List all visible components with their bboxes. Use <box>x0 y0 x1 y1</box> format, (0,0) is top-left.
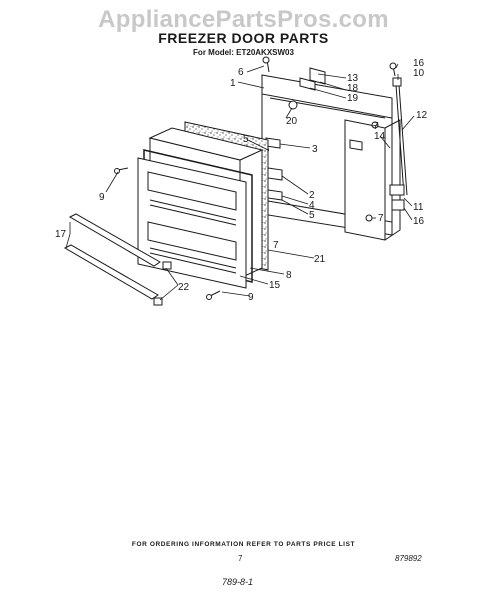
inner-door-liner <box>137 157 247 289</box>
callout-9: 9 <box>99 192 105 203</box>
callout-16b: 16 <box>413 216 425 227</box>
callout-14: 14 <box>374 131 386 142</box>
callout-19: 19 <box>347 93 359 104</box>
watermark: AppliancePartsPros.com <box>98 6 389 33</box>
page-title: FREEZER DOOR PARTS <box>158 30 329 46</box>
callout-1: 1 <box>230 78 236 89</box>
callout-labels: 1 2 3 4 5 5 6 7 7 7 8 9 9 10 11 12 13 14… <box>55 58 428 303</box>
callout-11: 11 <box>413 202 424 213</box>
callout-21: 21 <box>314 254 326 265</box>
callout-5: 5 <box>243 134 249 145</box>
callout-8: 8 <box>286 270 292 281</box>
callout-2: 2 <box>309 190 315 201</box>
shelf-retainer-bar <box>63 213 161 300</box>
callout-7: 7 <box>373 121 379 132</box>
ordering-note: FOR ORDERING INFORMATION REFER TO PARTS … <box>131 541 356 548</box>
callout-9b: 9 <box>248 292 254 303</box>
callout-10: 10 <box>413 68 425 79</box>
callout-4: 4 <box>309 200 315 211</box>
callout-20: 20 <box>286 116 298 127</box>
document-id: 879892 <box>395 554 422 563</box>
callout-6: 6 <box>238 67 244 78</box>
callout-15: 15 <box>269 280 281 291</box>
callout-18: 18 <box>347 83 359 94</box>
leader-lines <box>65 63 415 301</box>
callout-16: 16 <box>413 58 425 69</box>
callout-12: 12 <box>416 110 428 121</box>
model-line: For Model: ET20AKXSW03 <box>193 48 294 57</box>
callout-7c: 7 <box>378 213 384 224</box>
top-clip <box>299 67 326 91</box>
callout-3: 3 <box>312 144 318 155</box>
callout-7b: 7 <box>273 240 279 251</box>
callout-17: 17 <box>55 229 67 240</box>
callout-5b: 5 <box>309 210 315 221</box>
hinge-block <box>265 137 363 201</box>
hinge-rod <box>389 77 408 211</box>
handwritten-note: 789-8-1 <box>222 577 254 587</box>
page-number: 7 <box>238 554 243 563</box>
callout-22: 22 <box>178 282 190 293</box>
callout-13: 13 <box>347 73 359 84</box>
